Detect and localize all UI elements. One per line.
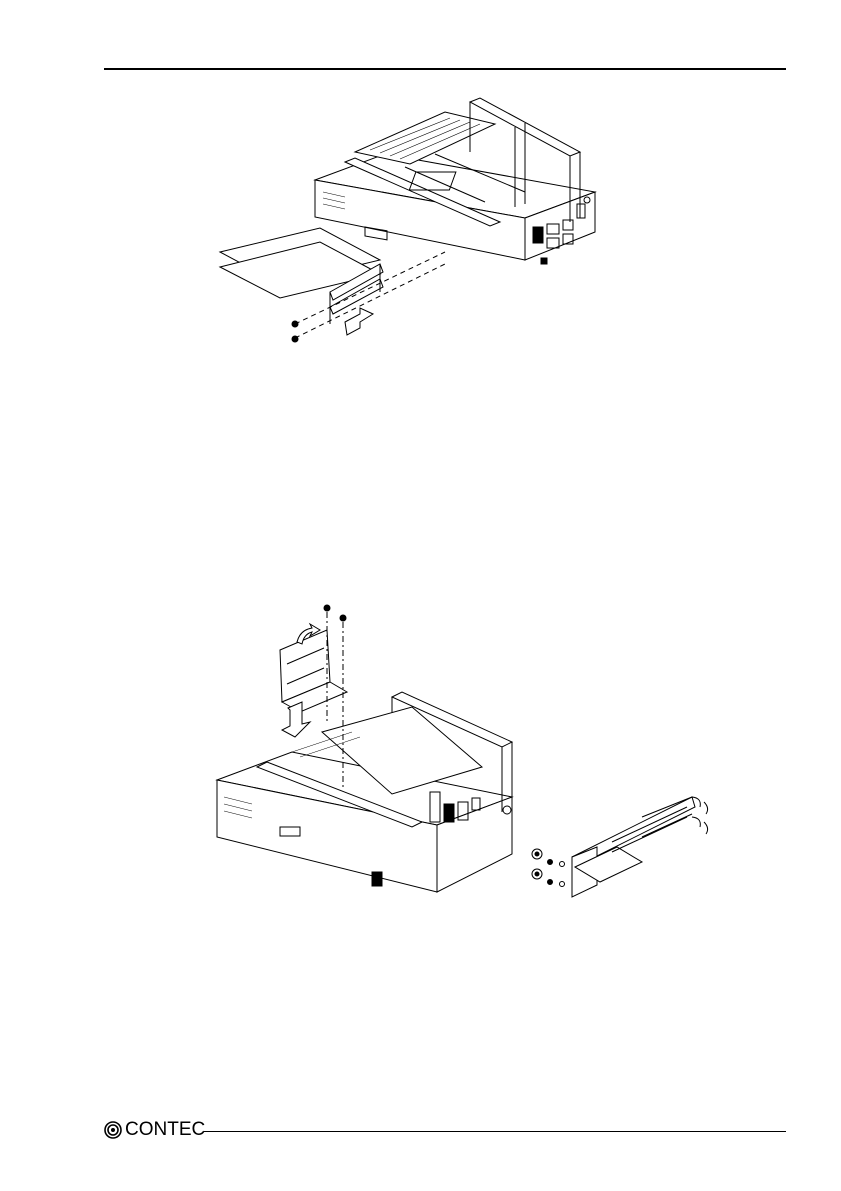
contec-logo-icon — [104, 1121, 122, 1139]
bracket-detail — [572, 797, 708, 897]
insert-arrow-icon — [345, 308, 373, 335]
chassis-body — [315, 98, 595, 264]
chassis-body — [217, 692, 512, 892]
footer-rule — [204, 1131, 786, 1132]
header-rule — [104, 68, 786, 70]
screw-icon — [292, 321, 298, 342]
screw-icon — [532, 849, 565, 887]
expansion-boards — [220, 228, 383, 324]
contec-logo: CONTEC — [104, 1118, 205, 1142]
page-footer: CONTEC — [104, 1118, 786, 1142]
contec-logo-text: CONTEC — [125, 1118, 205, 1142]
retainer-bracket — [280, 630, 347, 712]
board-retainer-bracket-installation-illustration — [212, 602, 732, 912]
expansion-board-installation-illustration — [195, 92, 615, 354]
